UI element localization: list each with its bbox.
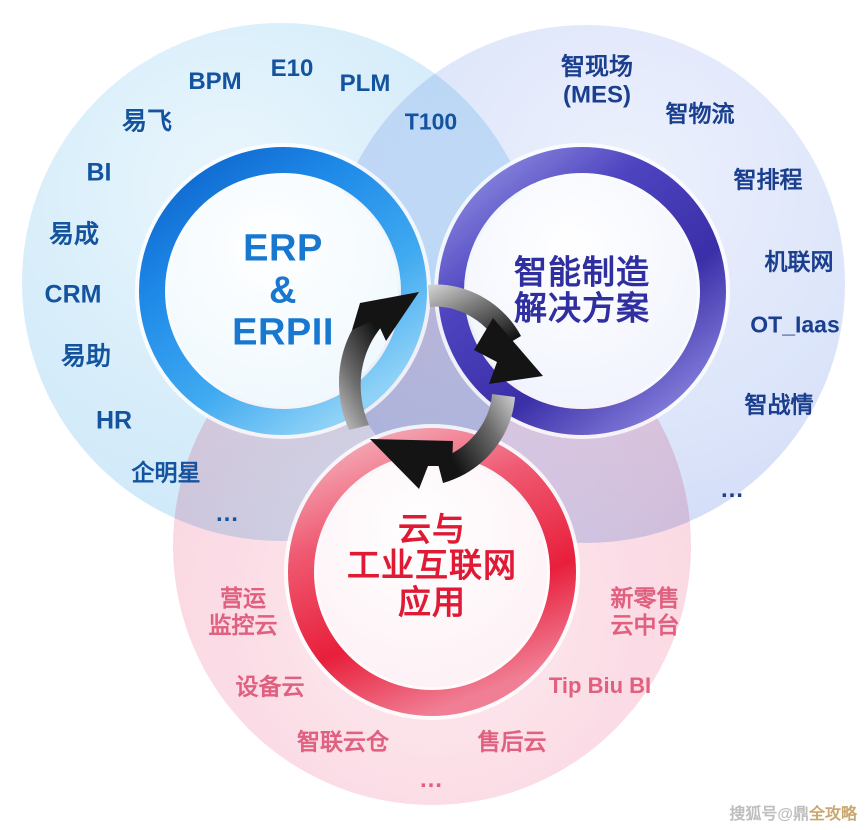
cycle-arrow-left [370,394,515,489]
watermark-suffix: 全攻略 [808,806,857,823]
cycle-arrow-up [338,292,419,430]
watermark-prefix: 搜狐号@鼎 [729,806,809,823]
watermark: 搜狐号@鼎 全攻略 [729,800,857,824]
cycle-arrow-down-right [428,284,543,384]
ring-cloud-industrial-internet [284,424,580,720]
